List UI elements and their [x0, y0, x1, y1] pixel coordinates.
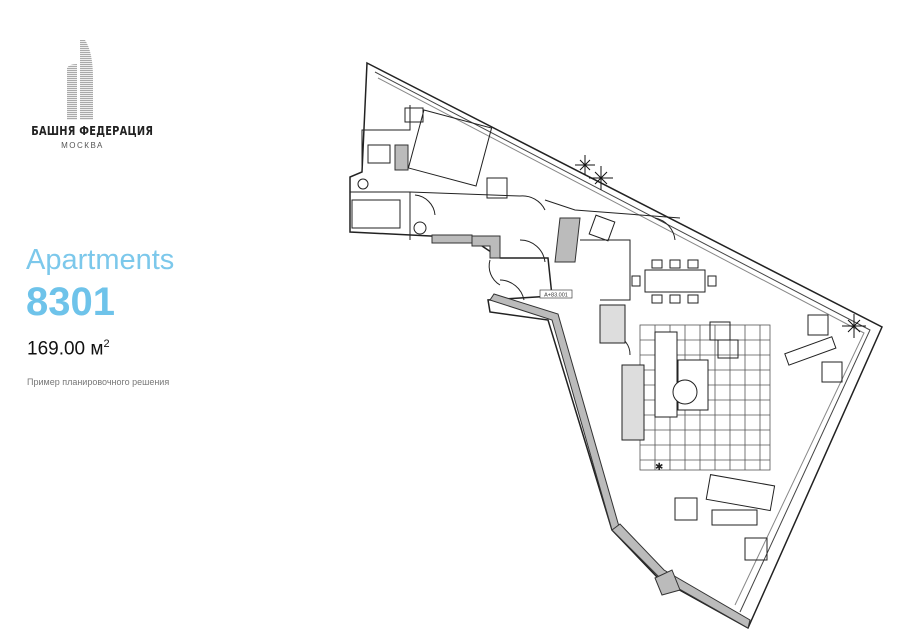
counter — [621, 364, 645, 441]
door — [488, 259, 501, 286]
glazing-inner — [377, 77, 865, 606]
door — [414, 194, 436, 216]
brand-name: БАШНЯ ФЕДЕРАЦИЯ — [31, 124, 154, 138]
toilet — [357, 178, 369, 190]
dining-table — [644, 269, 706, 293]
partition — [544, 199, 681, 219]
apartment-area: 169.00 м2 — [27, 338, 110, 360]
door — [519, 195, 546, 211]
bed — [407, 109, 493, 187]
outer-wall — [349, 61, 883, 630]
bathtub — [351, 199, 401, 229]
wall — [431, 234, 473, 244]
armchair — [821, 361, 843, 383]
fridge-icon: ✱ — [655, 462, 663, 473]
plant-icon — [575, 155, 595, 175]
dining-chairs — [631, 259, 717, 304]
armchair — [744, 537, 768, 561]
wall — [611, 523, 751, 629]
wall — [654, 569, 681, 596]
door — [519, 239, 546, 263]
sink — [367, 144, 391, 164]
plant-icon — [589, 166, 613, 190]
counter — [599, 304, 626, 344]
sofa — [705, 474, 776, 512]
tower-logo-icon — [66, 40, 93, 120]
glazing — [374, 71, 871, 613]
kitchen-counter — [654, 331, 678, 418]
toilet — [413, 221, 427, 235]
area-value: 169.00 м — [27, 338, 104, 360]
wall — [394, 144, 409, 171]
kitchen-chair — [717, 339, 739, 359]
wall — [471, 235, 501, 259]
armchair — [674, 497, 698, 521]
brand-city: МОСКВА — [61, 141, 104, 150]
bedside — [404, 107, 424, 123]
door — [654, 217, 676, 241]
coffee-table — [711, 509, 758, 526]
kitchen-table — [672, 379, 698, 405]
apartment-number: 8301 — [26, 280, 115, 324]
wall — [554, 217, 581, 263]
lounger — [784, 336, 837, 366]
armchair — [588, 214, 616, 242]
armchair — [486, 177, 508, 199]
room-label-box — [539, 289, 573, 299]
partition — [580, 239, 631, 301]
door — [499, 279, 525, 301]
partition — [361, 105, 411, 172]
plan-note: Пример планировочного решения — [27, 377, 170, 387]
room-label: A+83.001 — [544, 293, 568, 299]
apartments-title: Apartments — [26, 244, 175, 276]
armchair — [807, 314, 829, 336]
plant-icon — [842, 314, 866, 338]
logo: БАШНЯ ФЕДЕРАЦИЯ МОСКВА — [20, 38, 154, 150]
area-unit: 2 — [103, 338, 110, 350]
partition — [409, 191, 521, 197]
